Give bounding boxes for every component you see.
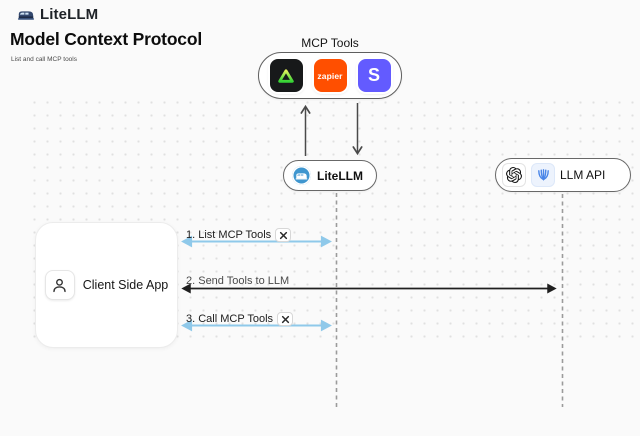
- message-2-label: 2. Send Tools to LLM: [186, 275, 290, 287]
- blue-llm-provider-icon: [531, 163, 555, 187]
- brand-name: LiteLLM: [40, 6, 99, 23]
- tools-hammer-wrench-icon: [275, 228, 292, 242]
- llm-api-node: LLM API: [495, 158, 631, 192]
- stripe-icon: S: [357, 59, 391, 92]
- message-list-mcp-tools: 1. List MCP Tools: [186, 228, 292, 242]
- zapier-wordmark: zapier: [317, 70, 343, 81]
- green-triangle-app-icon: [269, 59, 303, 92]
- person-icon: [44, 270, 75, 300]
- litellm-node: LiteLLM: [283, 160, 377, 191]
- message-call-mcp-tools: 3. Call MCP Tools: [186, 312, 294, 326]
- message-3-label: 3. Call MCP Tools: [186, 313, 274, 325]
- message-1-label: 1. List MCP Tools: [186, 229, 272, 241]
- mcp-tools-node: zapier S: [258, 52, 402, 99]
- openai-icon: [502, 163, 526, 187]
- tools-hammer-wrench-icon: [277, 312, 294, 326]
- llm-api-node-label: LLM API: [560, 168, 606, 182]
- stripe-letter: S: [367, 65, 380, 85]
- zapier-icon: zapier: [313, 59, 347, 92]
- litellm-train-logo-icon: [17, 10, 35, 20]
- litellm-node-label: LiteLLM: [317, 168, 363, 183]
- page-subtitle: List and call MCP tools: [11, 56, 77, 63]
- message-send-tools-to-llm: 2. Send Tools to LLM: [186, 275, 289, 287]
- client-side-app-node: Client Side App: [35, 222, 178, 348]
- mcp-tools-label: MCP Tools: [301, 36, 359, 50]
- client-node-label: Client Side App: [82, 278, 169, 292]
- page-title: Model Context Protocol: [10, 29, 202, 49]
- brand: LiteLLM: [17, 6, 98, 23]
- litellm-badge-icon: [292, 166, 311, 185]
